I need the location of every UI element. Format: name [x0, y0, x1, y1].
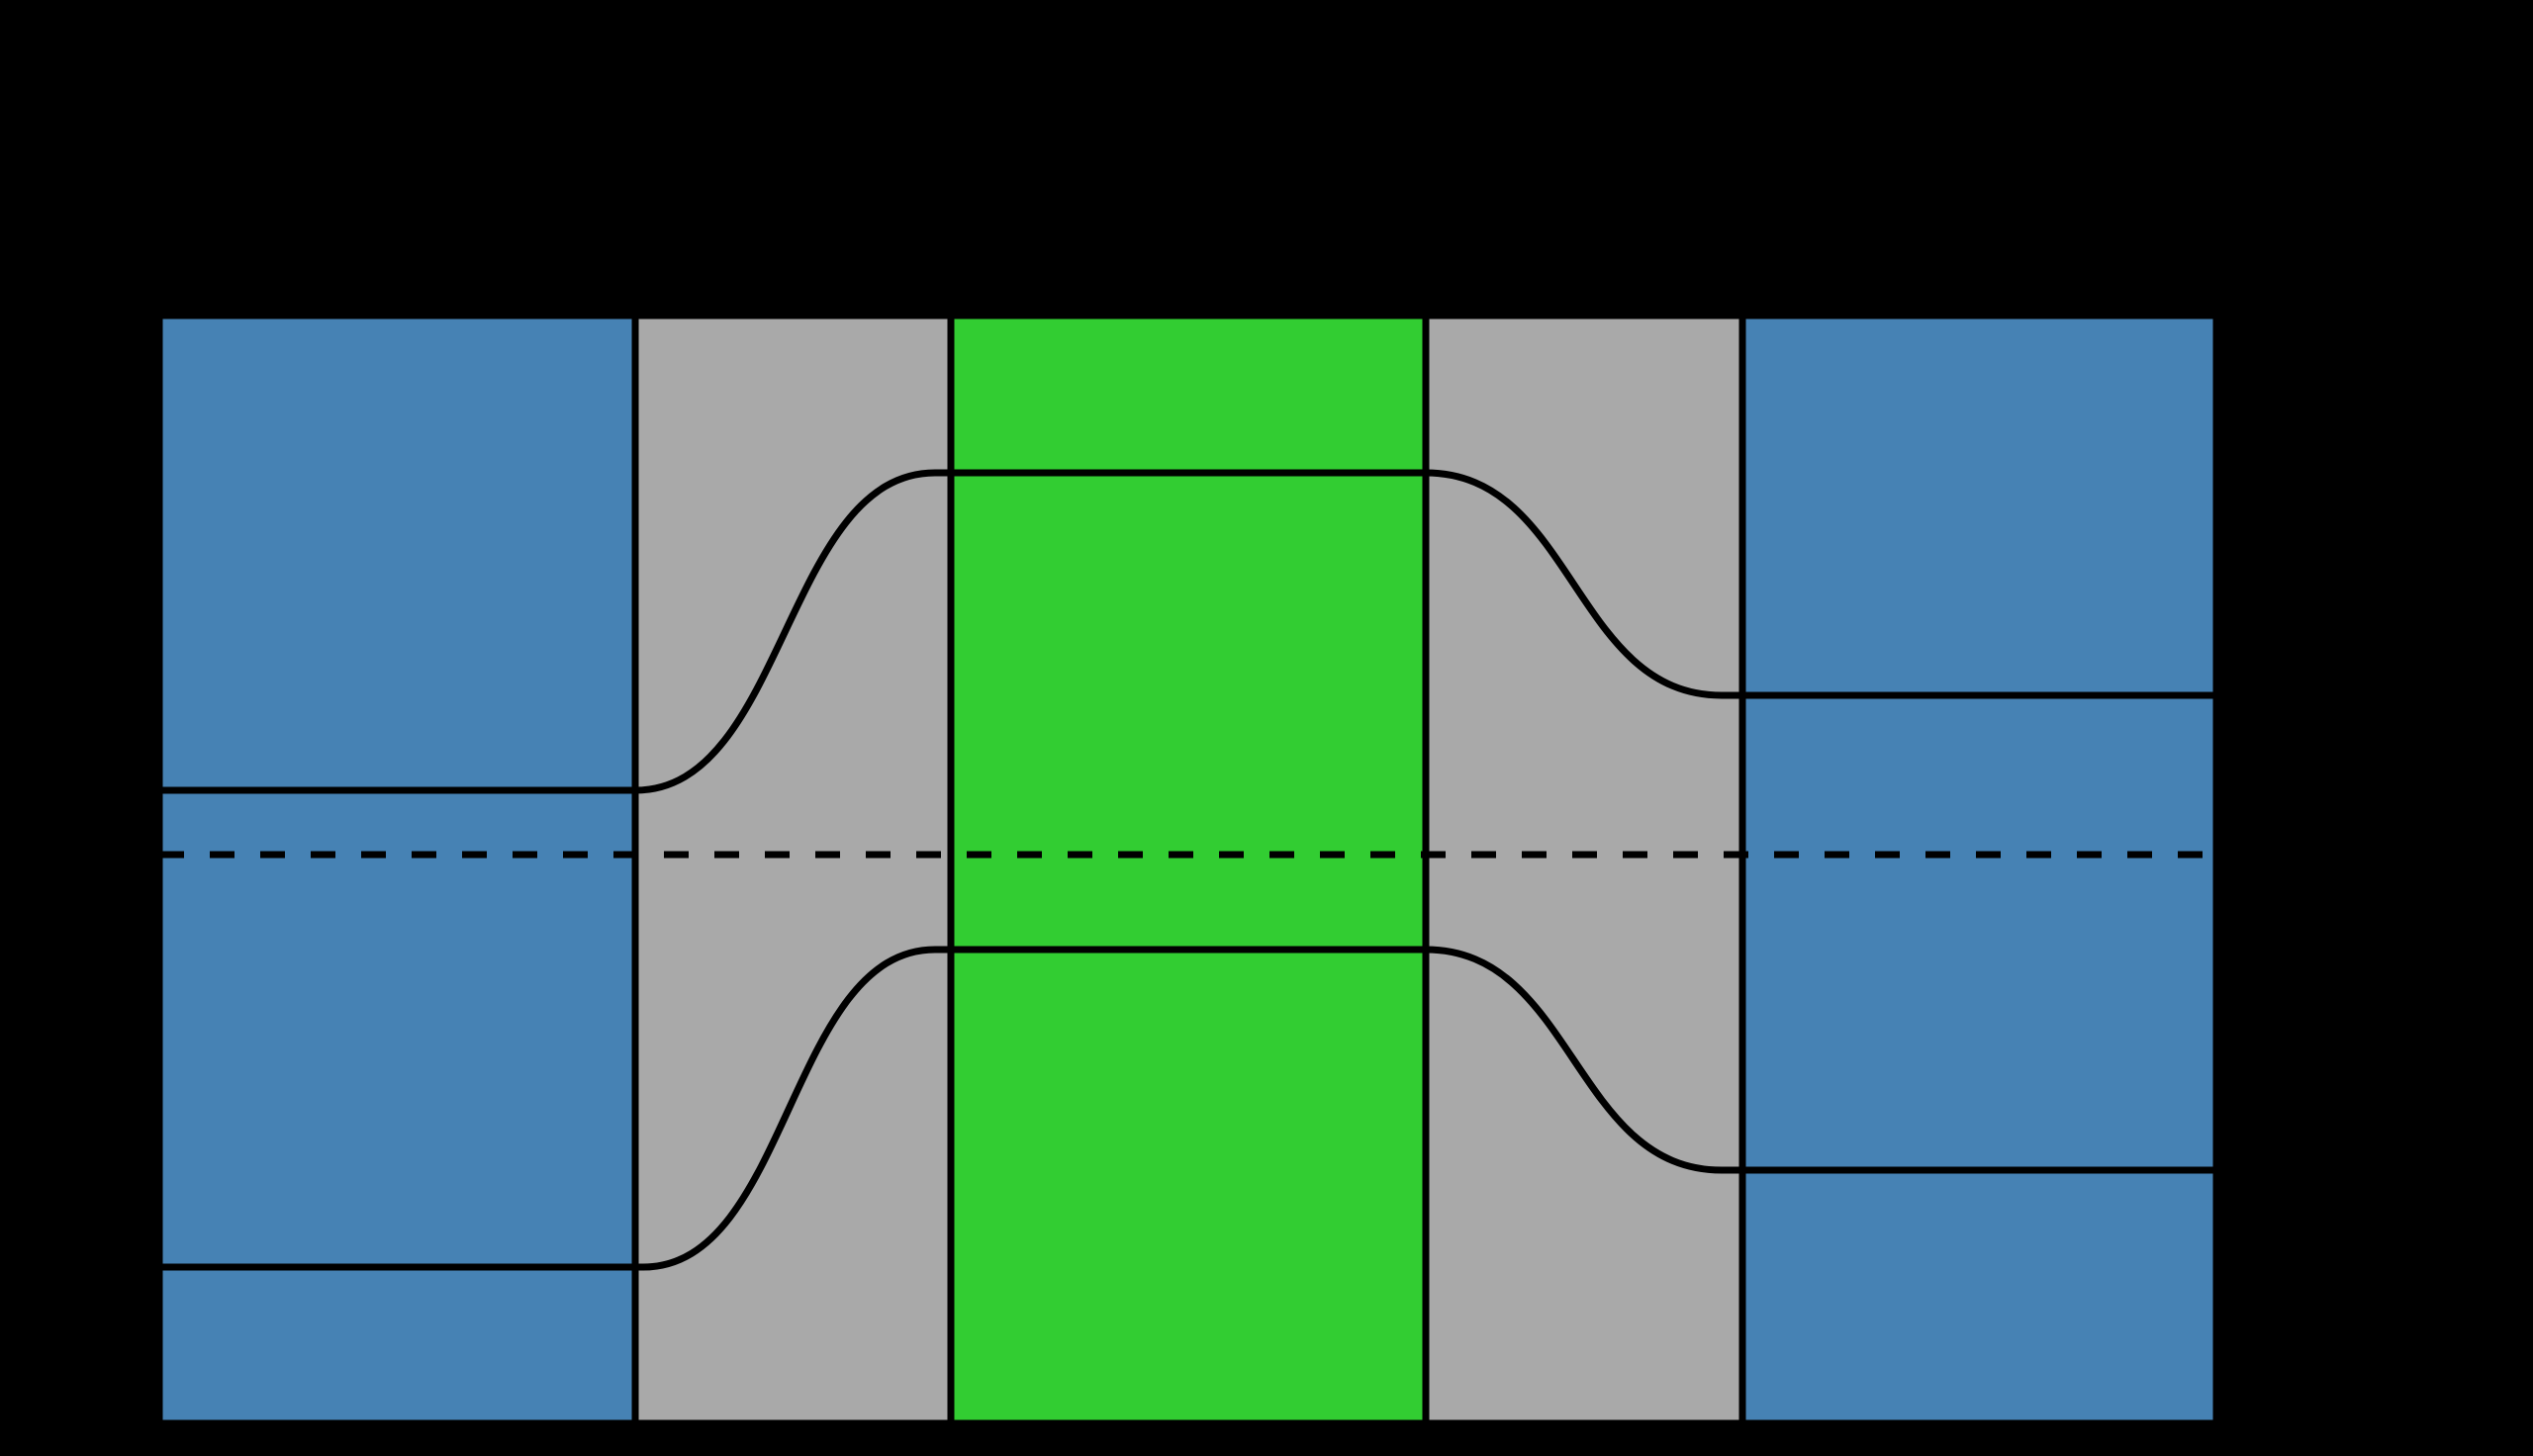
region-left-barrier [631, 312, 955, 1427]
upper-band-edge-curve [159, 469, 2216, 794]
region-center-well [947, 312, 1430, 1427]
region-right-barrier [1422, 312, 1746, 1427]
lower-band-edge-curve [159, 946, 2216, 1271]
region-right-contact [1738, 312, 2220, 1427]
region-left-contact [155, 312, 639, 1427]
